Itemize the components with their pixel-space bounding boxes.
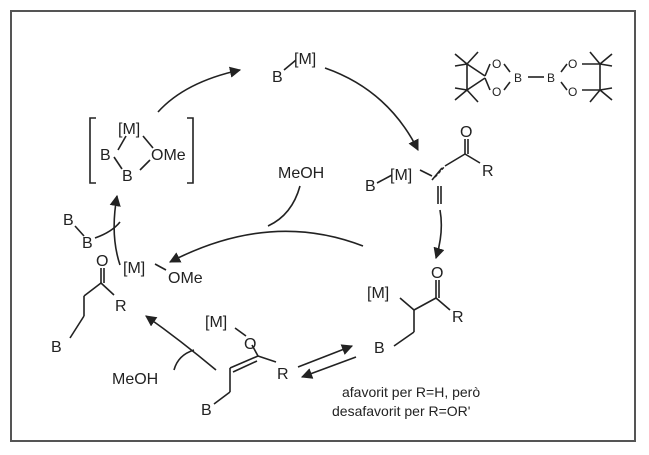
alkene-r: R [482, 163, 494, 180]
b2pin2-structure: O O B B O O [454, 51, 613, 103]
borylated-carbonyl-product: O R B [51, 253, 127, 356]
olefin-coordination-complex: O R B [M] [365, 124, 494, 204]
boryl-metal-complex: B [M] [272, 51, 316, 86]
methanol-upper: MeOH [278, 165, 324, 182]
alkyl-oxygen: O [431, 265, 443, 282]
product-oxygen: O [96, 253, 108, 270]
b2pin2-o2: O [492, 85, 501, 99]
metal-methoxide: [M] OMe [123, 260, 203, 287]
int1-boron-left: B [100, 147, 111, 164]
arrow-to-olefin-complex [324, 67, 419, 152]
equilibrium-note-line2: desafavorit per R=OR' [332, 403, 470, 419]
equilibrium-reverse [300, 356, 357, 379]
mome-methoxy: OMe [168, 270, 203, 287]
alkene-oxygen: O [460, 124, 472, 141]
bb-boron-2: B [82, 235, 93, 252]
methanol-upper-entry [267, 185, 301, 227]
enolate-r: R [277, 366, 289, 383]
methanol-lower-entry [173, 349, 195, 371]
arrow-to-metal-methoxide [169, 230, 364, 263]
cycle-arrows [94, 66, 445, 379]
enolate-oxygen: O [244, 336, 256, 353]
alkyl-r: R [452, 309, 464, 326]
b2pin2-o3: O [568, 57, 577, 71]
enolate-boron: B [201, 402, 212, 419]
b2pin2-o4: O [568, 85, 577, 99]
equilibrium-forward [297, 344, 354, 368]
alkene-boron: B [365, 178, 376, 195]
alkyl-boron: B [374, 340, 385, 357]
diboron-byproduct: B B [63, 212, 93, 252]
alkyl-metal: [M] [367, 285, 389, 302]
alkyl-metal-carbonyl: O R [M] B [367, 265, 464, 357]
b2pin2-b2: B [547, 71, 555, 85]
b2pin2-b1: B [514, 71, 522, 85]
arrow-to-product [145, 315, 217, 371]
alkene-metal: [M] [390, 167, 412, 184]
int1-metal: [M] [118, 121, 140, 138]
metal-boryl-methoxide-intermediate: [M] B OMe B [89, 117, 194, 185]
arrow-to-four-membered-intermediate [109, 194, 121, 266]
int1-methoxy: OMe [151, 147, 186, 164]
bm-metal: [M] [294, 51, 316, 68]
mome-metal: [M] [123, 260, 145, 277]
equilibrium-note-line1: afavorit per R=H, però [342, 384, 480, 400]
product-boron: B [51, 339, 62, 356]
arrow-to-boryl-metal [157, 66, 242, 113]
diboron-release [94, 221, 121, 239]
bb-boron-1: B [63, 212, 74, 229]
arrow-to-alkyl-metal [433, 209, 445, 260]
figure-border [10, 10, 636, 442]
int1-boron-bottom: B [122, 168, 133, 185]
bm-boron: B [272, 69, 283, 86]
product-r: R [115, 298, 127, 315]
metal-enolate: [M] O R B [201, 314, 289, 419]
methanol-lower: MeOH [112, 371, 158, 388]
enolate-metal: [M] [205, 314, 227, 331]
b2pin2-o1: O [492, 57, 501, 71]
